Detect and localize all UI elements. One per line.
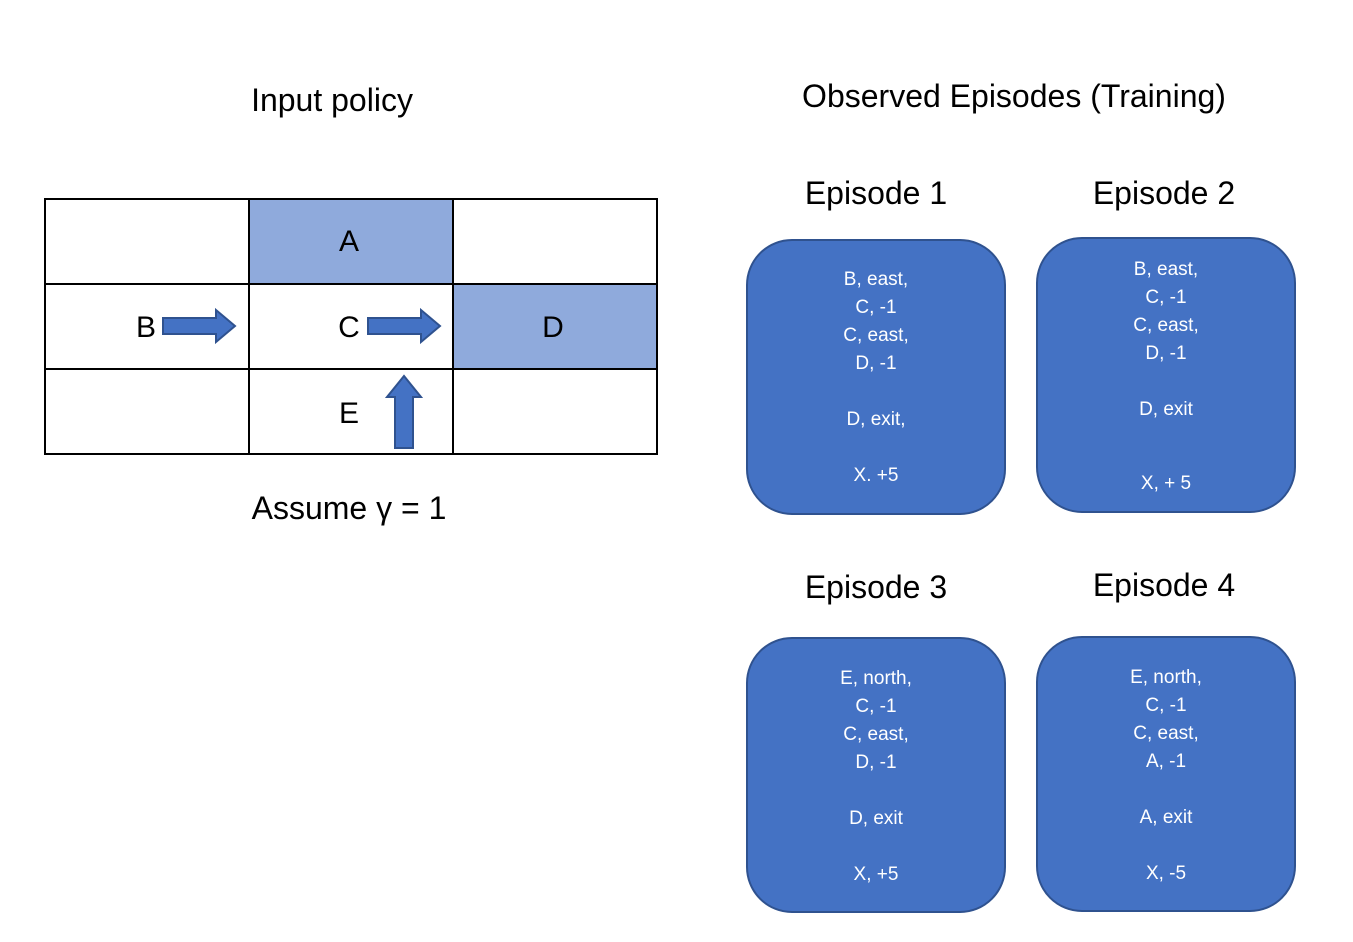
episode-1-title: Episode 1 xyxy=(804,175,948,211)
episode-line: C, -1 xyxy=(855,297,897,318)
episode-line: E, north, xyxy=(840,668,912,689)
grid-cell-r2c0 xyxy=(44,368,250,455)
grid-cell-r2c2 xyxy=(452,368,658,455)
episode-line: B, east, xyxy=(1133,259,1199,280)
cell-label: B xyxy=(135,311,157,344)
episode-2-box: B, east, C, -1 C, east, D, -1 D, exit X,… xyxy=(1036,237,1296,513)
episode-line: D, exit, xyxy=(846,409,906,430)
episode-line: C, -1 xyxy=(1145,287,1187,308)
episode-line: E, north, xyxy=(1130,667,1202,688)
episode-line: C, -1 xyxy=(1145,695,1187,716)
observed-episodes-title: Observed Episodes (Training) xyxy=(802,78,1226,114)
grid-cell-d xyxy=(452,283,658,370)
episode-line: C, -1 xyxy=(855,696,897,717)
episode-line: C, east, xyxy=(1133,723,1199,744)
gamma-assumption: Assume γ = 1 xyxy=(251,490,447,526)
arrow-north-icon xyxy=(384,374,424,449)
episode-line: X, + 5 xyxy=(1140,473,1192,494)
episode-line: X, -5 xyxy=(1145,863,1187,884)
episode-1-box: B, east, C, -1 C, east, D, -1 D, exit, X… xyxy=(746,239,1006,515)
episode-line: D, exit xyxy=(1139,399,1193,420)
episode-line: A, -1 xyxy=(1145,751,1187,772)
episode-line: D, -1 xyxy=(1145,343,1187,364)
episode-line: D, exit xyxy=(849,808,903,829)
episode-line: X, +5 xyxy=(853,864,899,885)
policy-arrows xyxy=(162,307,442,449)
episode-line: C, east, xyxy=(843,325,909,346)
arrow-east-icon xyxy=(367,307,442,345)
grid-cell-a xyxy=(248,198,454,285)
episode-3-box: E, north, C, -1 C, east, D, -1 D, exit X… xyxy=(746,637,1006,913)
cell-label: A xyxy=(338,225,360,258)
episode-line: D, -1 xyxy=(855,353,897,374)
episode-4-box: E, north, C, -1 C, east, A, -1 A, exit X… xyxy=(1036,636,1296,912)
cell-label: C xyxy=(338,311,360,344)
policy-grid: A B C D E xyxy=(44,198,658,455)
episode-line: C, east, xyxy=(1133,315,1199,336)
episode-line: B, east, xyxy=(843,269,909,290)
episode-2-title: Episode 2 xyxy=(1092,175,1236,211)
episode-line: D, -1 xyxy=(855,752,897,773)
episode-line: C, east, xyxy=(843,724,909,745)
episode-line: A, exit xyxy=(1139,807,1193,828)
arrow-east-icon xyxy=(162,307,237,345)
grid-cell-e xyxy=(248,368,454,455)
cell-label: D xyxy=(542,311,564,344)
input-policy-title: Input policy xyxy=(251,82,413,118)
cell-label: E xyxy=(338,397,360,430)
episode-3-title: Episode 3 xyxy=(804,569,948,605)
grid-cell-r0c0 xyxy=(44,198,250,285)
episode-4-title: Episode 4 xyxy=(1092,567,1236,603)
episode-line: X. +5 xyxy=(853,465,899,486)
